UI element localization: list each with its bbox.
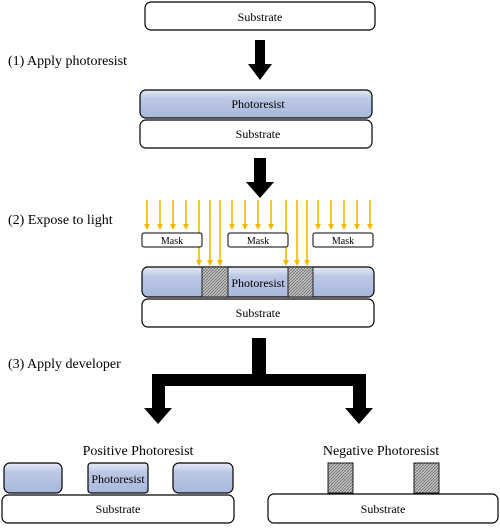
coated-substrate-label: Substrate xyxy=(236,127,281,141)
light-ray-head-14 xyxy=(207,260,213,266)
positive-substrate-label: Substrate xyxy=(96,502,141,516)
light-ray-head-15 xyxy=(217,260,223,266)
arrow-down-1 xyxy=(248,40,272,80)
light-ray-head-0 xyxy=(144,224,150,230)
light-ray-head-1 xyxy=(157,224,163,230)
light-ray-head-18 xyxy=(304,260,310,266)
negative-result: Substrate xyxy=(267,462,499,524)
light-ray-head-5 xyxy=(242,224,248,230)
initial-substrate-label: Substrate xyxy=(238,10,283,24)
arrow-down-2 xyxy=(246,158,274,198)
mask-right-label: Mask xyxy=(332,236,354,247)
exposed-photoresist-label: Photoresist xyxy=(231,276,285,290)
coated-photoresist-label: Photoresist xyxy=(231,97,285,111)
light-ray-head-17 xyxy=(294,260,300,266)
negative-block-right xyxy=(413,462,440,494)
light-ray-head-9 xyxy=(328,224,334,230)
negative-substrate-label: Substrate xyxy=(361,502,406,516)
step2-label: (2) Expose to light xyxy=(8,213,113,228)
positive-result: Photoresist Substrate xyxy=(1,462,235,524)
branch-arrow xyxy=(144,338,373,424)
mask-left-label: Mask xyxy=(161,236,183,247)
mask-middle: Mask xyxy=(227,232,289,248)
negative-block-left xyxy=(327,462,354,494)
light-ray-head-12 xyxy=(367,224,373,230)
initial-substrate: Substrate xyxy=(144,1,376,31)
exposed-region-left xyxy=(201,266,229,298)
light-ray-head-16 xyxy=(283,260,289,266)
exposed-substrate-label: Substrate xyxy=(236,306,281,320)
exposed-region-right xyxy=(287,266,314,298)
light-arrows xyxy=(144,200,373,266)
mask-right: Mask xyxy=(312,232,374,248)
light-ray-head-7 xyxy=(268,224,274,230)
light-ray-head-2 xyxy=(170,224,176,230)
light-ray-head-11 xyxy=(354,224,360,230)
positive-photoresist-label: Photoresist xyxy=(91,472,145,486)
step3-label: (3) Apply developer xyxy=(8,357,121,372)
light-ray-head-13 xyxy=(196,260,202,266)
negative-title: Negative Photoresist xyxy=(323,444,439,459)
light-ray-head-10 xyxy=(341,224,347,230)
light-ray-head-8 xyxy=(315,224,321,230)
step1-label: (1) Apply photoresist xyxy=(8,54,127,69)
mask-middle-label: Mask xyxy=(247,236,269,247)
mask-left: Mask xyxy=(141,232,203,248)
positive-title: Positive Photoresist xyxy=(83,444,194,459)
light-ray-head-6 xyxy=(255,224,261,230)
light-ray-head-3 xyxy=(183,224,189,230)
coated-wafer: Photoresist Substrate xyxy=(139,89,373,149)
exposed-wafer: Photoresist Substrate xyxy=(141,266,375,328)
light-ray-head-4 xyxy=(229,224,235,230)
